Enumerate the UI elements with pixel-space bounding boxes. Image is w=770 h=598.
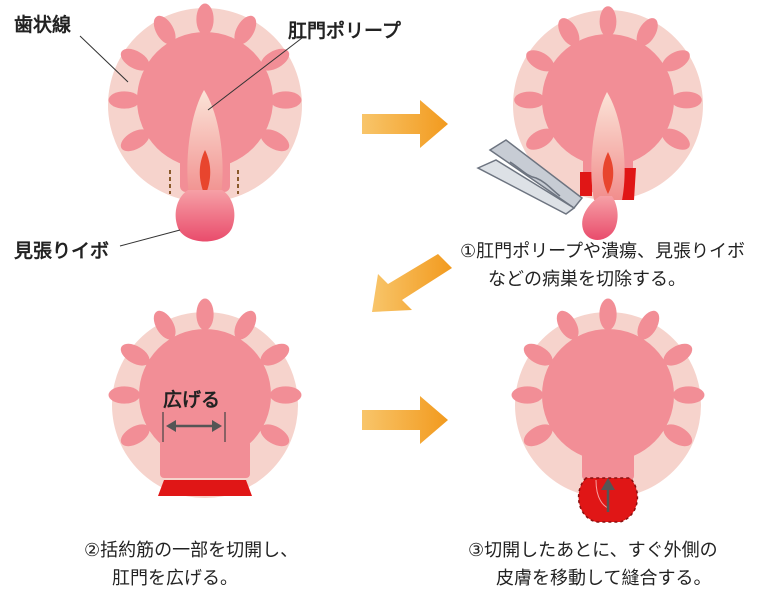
arrow-step3-to-4 [362, 396, 448, 444]
ulcer [199, 150, 211, 196]
forceps-instrument [476, 139, 584, 215]
sentinel-tag [175, 190, 235, 242]
caption-step-1: ①肛門ポリープや潰瘍、見張りイボ などの病巣を切除する。 [460, 238, 745, 294]
caption-step-2: ②括約筋の一部を切開し、 肛門を広げる。 [84, 537, 298, 593]
sentinel-tag [582, 196, 618, 240]
panel-4-suture [511, 298, 705, 523]
incision-dashes [169, 170, 239, 194]
arrow-step1-to-2 [362, 100, 448, 148]
leader-tag [119, 229, 181, 247]
caption-step-1-line-1: ①肛門ポリープや潰瘍、見張りイボ [460, 241, 746, 262]
caption-step-2-line-2: 肛門を広げる。 [112, 568, 238, 589]
caption-step-3: ③切開したあとに、すぐ外側の 皮膚を移動して縫合する。 [468, 537, 718, 593]
leader-polyp [207, 37, 303, 111]
widen-arrow [166, 420, 222, 432]
ulcer [602, 152, 614, 194]
label-widen: 広げる [163, 389, 221, 411]
anal-polyp [591, 92, 625, 200]
caption-step-3-line-1: ③切開したあとに、すぐ外側の [468, 540, 718, 561]
panel-3-widening [108, 298, 302, 498]
label-anal-polyp: 肛門ポリープ [288, 20, 401, 42]
sphincter-incision [158, 480, 252, 496]
label-dentate-line: 歯状線 [14, 14, 72, 36]
leader-dentate [79, 35, 129, 83]
panel-2-excision [476, 6, 703, 240]
anal-polyp [187, 90, 223, 200]
label-sentinel-tag: 見張りイボ [14, 240, 110, 262]
excision-area [580, 168, 636, 200]
caption-step-3-line-2: 皮膚を移動して縫合する。 [496, 568, 712, 589]
panel-1-anus [79, 3, 303, 247]
arrow-step2-to-3 [372, 254, 452, 312]
caption-step-2-line-1: ②括約筋の一部を切開し、 [84, 540, 299, 561]
move-up-arrow [601, 478, 615, 512]
caption-step-1-line-2: などの病巣を切除する。 [488, 269, 686, 290]
